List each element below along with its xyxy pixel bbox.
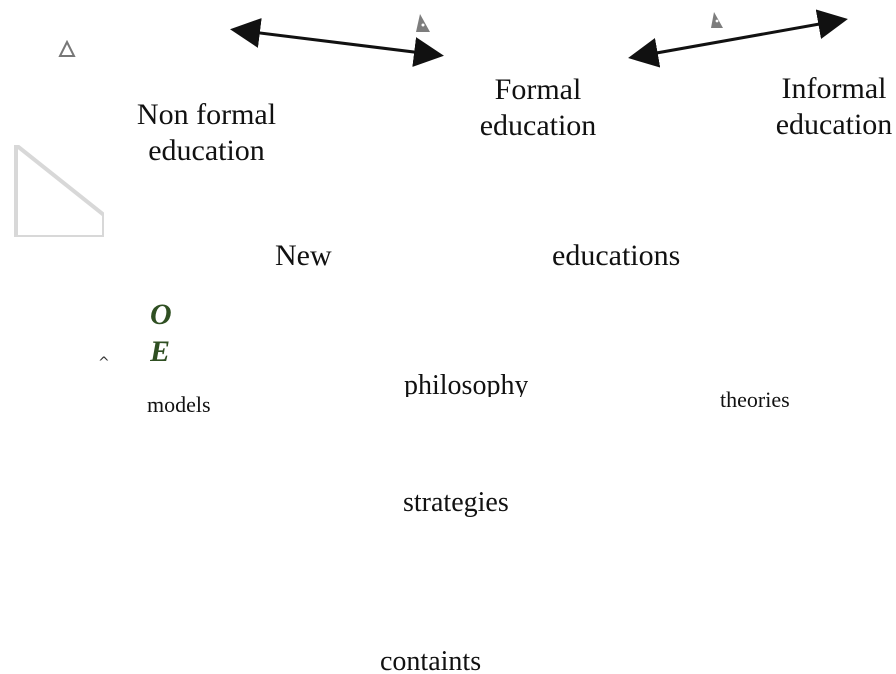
- formal-line-1: Formal: [494, 73, 582, 106]
- arrow-left-bidirectional: [230, 18, 444, 67]
- informal-education-label: Informal education: [772, 71, 896, 143]
- e-letter-label: E: [150, 337, 171, 363]
- triangle-filled-icon-middle: [414, 12, 432, 37]
- strategies-label: strategies: [403, 487, 509, 518]
- formal-line-2: education: [479, 109, 597, 142]
- philosophy-label: philosophy: [404, 370, 529, 397]
- informal-line-2: education: [775, 108, 893, 141]
- non-formal-line-2: education: [148, 134, 265, 167]
- o-letter-label: O: [150, 298, 172, 331]
- triangle-outline-icon: [58, 39, 76, 61]
- triangle-filled-icon-right: [709, 10, 725, 33]
- theories-label: theories: [720, 387, 790, 412]
- arrow-right-bidirectional: [628, 9, 848, 68]
- non-formal-line-1: Non formal: [136, 98, 277, 131]
- new-label: New: [275, 239, 332, 272]
- triangle-shape-fragment: [12, 145, 104, 237]
- caret-mark-icon: ^: [98, 355, 110, 371]
- models-label: models: [147, 392, 211, 417]
- informal-line-1: Informal: [781, 72, 887, 105]
- educations-label: educations: [552, 239, 681, 272]
- containts-label: containts: [380, 646, 482, 674]
- formal-education-label: Formal education: [472, 72, 604, 144]
- non-formal-education-label: Non formal education: [129, 97, 284, 169]
